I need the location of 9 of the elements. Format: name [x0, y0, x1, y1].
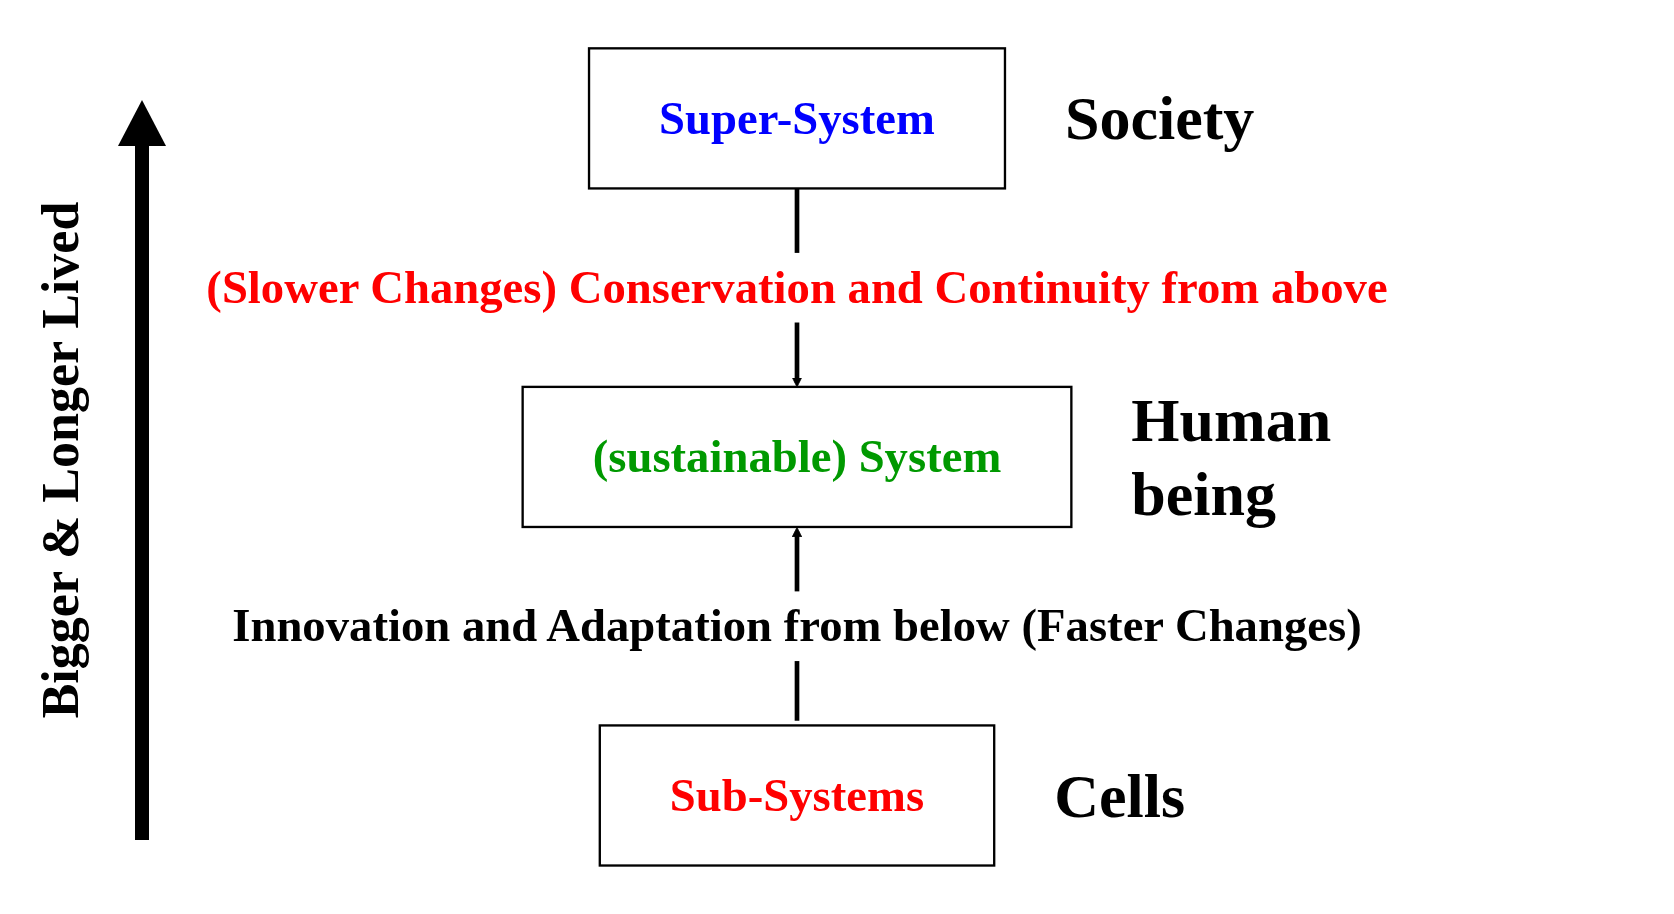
axis-label: Bigger & Longer Lived	[30, 201, 90, 719]
level-label: Cells	[1054, 760, 1187, 832]
edge-label: Innovation and Adaptation from below (Faster Changes)	[232, 599, 1362, 652]
level-label: Society	[1064, 83, 1256, 155]
edge-label: (Slower Changes) Conservation and Continuity from above	[206, 260, 1388, 314]
node-box: Super-System	[587, 47, 1007, 190]
node-box: (sustainable) System	[521, 385, 1073, 529]
node-box: Sub-Systems	[598, 724, 996, 867]
level-label: Human being	[1131, 384, 1333, 530]
